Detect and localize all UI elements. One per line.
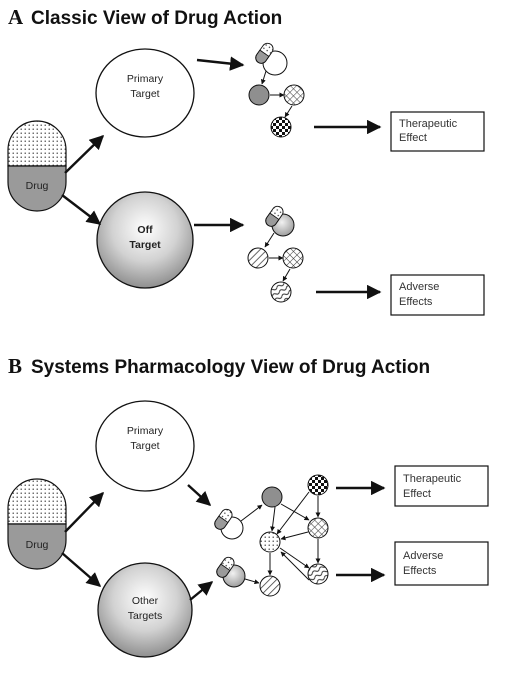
primary-target-a: Primary Target bbox=[95, 48, 195, 138]
primary-pathway-a bbox=[248, 42, 305, 138]
arrow-drug-to-primary-a bbox=[64, 134, 105, 174]
therapeutic-effect-box-a: Therapeutic Effect bbox=[390, 111, 485, 152]
adverse-label-line1: Adverse bbox=[399, 281, 439, 293]
arrow-drug-to-other-b bbox=[61, 552, 102, 587]
therapeutic-label-line1: Therapeutic bbox=[399, 118, 458, 130]
adverse-b-line2: Effects bbox=[403, 565, 437, 577]
other-targets-b: Other Targets bbox=[97, 562, 193, 658]
therapeutic-effect-box-b: Therapeutic Effect bbox=[394, 465, 489, 507]
hatched-node bbox=[307, 517, 329, 539]
mini-drug-icon bbox=[265, 205, 284, 227]
adverse-effects-box-a: Adverse Effects bbox=[390, 274, 485, 316]
primary-target-b-line1: Primary bbox=[127, 425, 164, 437]
gray-node bbox=[248, 84, 270, 106]
checker-node bbox=[270, 116, 292, 138]
panel-b-letter: B bbox=[8, 354, 22, 378]
drug-capsule-b: Drug bbox=[7, 478, 67, 570]
striped-node bbox=[259, 575, 281, 597]
panel-b-title: Systems Pharmacology View of Drug Action bbox=[31, 357, 430, 378]
mini-drug-icon bbox=[216, 556, 235, 578]
therapeutic-b-line2: Effect bbox=[403, 488, 431, 500]
other-targets-line2: Targets bbox=[128, 610, 162, 622]
adverse-label-line2: Effects bbox=[399, 296, 433, 308]
other-targets-line1: Other bbox=[132, 595, 159, 607]
drug-capsule-a: Drug bbox=[7, 120, 67, 212]
therapeutic-label-line2: Effect bbox=[399, 132, 427, 144]
dotted-node bbox=[259, 531, 281, 553]
mini-drug-icon bbox=[255, 42, 274, 64]
off-target-label-line2: Target bbox=[129, 239, 161, 251]
panel-a-title: Classic View of Drug Action bbox=[31, 8, 282, 29]
hatched-node bbox=[283, 84, 305, 106]
off-pathway-a bbox=[247, 205, 304, 303]
arrow-primary-to-pathway-a bbox=[196, 56, 245, 71]
therapeutic-b-line1: Therapeutic bbox=[403, 473, 462, 485]
primary-target-label-line1: Primary bbox=[127, 73, 164, 85]
arrow-drug-to-primary-b bbox=[64, 491, 105, 533]
panel-b: B Systems Pharmacology View of Drug Acti… bbox=[7, 354, 489, 658]
hatched-node bbox=[282, 247, 304, 269]
off-target-label-line1: Off bbox=[137, 224, 153, 236]
adverse-effects-box-b: Adverse Effects bbox=[394, 541, 489, 586]
primary-target-b: Primary Target bbox=[95, 400, 195, 492]
arrow-other-to-network-b bbox=[189, 581, 214, 601]
checker-node bbox=[307, 474, 329, 496]
wavy-node bbox=[307, 563, 329, 585]
pathway-network-b bbox=[214, 474, 329, 597]
gray-node bbox=[261, 486, 283, 508]
drug-label-a: Drug bbox=[26, 180, 49, 192]
arrow-drug-to-off-a bbox=[61, 194, 102, 225]
primary-target-b-line2: Target bbox=[130, 440, 159, 452]
striped-node bbox=[247, 247, 269, 269]
adverse-b-line1: Adverse bbox=[403, 550, 443, 562]
mini-drug-icon bbox=[214, 508, 233, 530]
primary-target-label-line2: Target bbox=[130, 88, 159, 100]
arrow-primary-to-network-b bbox=[187, 484, 212, 506]
off-target-a: Off Target bbox=[96, 191, 194, 289]
drug-label-b: Drug bbox=[26, 539, 49, 551]
panel-a: A Classic View of Drug Action Drug Prima… bbox=[7, 5, 485, 316]
wavy-node bbox=[270, 281, 292, 303]
panel-a-letter: A bbox=[8, 5, 24, 29]
